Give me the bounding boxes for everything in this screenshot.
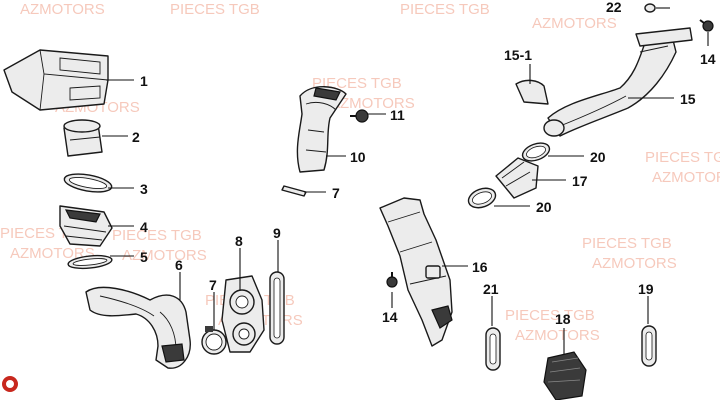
part-1-airbox-cover[interactable] — [3, 49, 109, 111]
part-19-gasket[interactable] — [641, 325, 657, 367]
callout-3: 3 — [140, 181, 148, 197]
part-4-rubber-boot[interactable] — [59, 205, 113, 247]
part-18-filter-element[interactable] — [543, 351, 587, 400]
part-8-throttle-joint[interactable] — [221, 275, 265, 353]
callout-19: 19 — [638, 281, 654, 297]
callout-5: 5 — [140, 249, 148, 265]
part-14-screw-upper[interactable] — [699, 19, 714, 32]
callout-7-upper: 7 — [332, 185, 340, 201]
leader-lines — [102, 7, 709, 354]
part-21-gasket[interactable] — [485, 327, 501, 371]
watermark-text: AZMOTORS — [515, 327, 600, 344]
part-20-clamp-upper[interactable] — [520, 140, 552, 165]
callout-1: 1 — [140, 73, 148, 89]
watermark-text: AZMOTORS — [330, 95, 415, 112]
callout-20-lower: 20 — [536, 199, 552, 215]
callout-11: 11 — [390, 107, 405, 123]
callout-10: 10 — [350, 149, 366, 165]
watermark-text: AZMOTORS — [10, 245, 95, 262]
part-20-clamp-lower[interactable] — [466, 185, 498, 211]
callout-18: 18 — [555, 311, 571, 327]
part-9-gasket[interactable] — [269, 271, 285, 345]
watermark-text: AZMOTORS — [122, 247, 207, 264]
callout-22: 22 — [606, 0, 622, 15]
part-3-clamp-ring[interactable] — [63, 171, 113, 195]
callout-14-lower: 14 — [382, 309, 398, 325]
callout-14-upper: 14 — [700, 51, 716, 67]
part-5-clamp-ring[interactable] — [67, 254, 113, 271]
watermark-text: PIECES TGB — [645, 149, 720, 166]
part-6-curved-hose[interactable] — [85, 286, 191, 369]
part-11-screw[interactable] — [350, 109, 369, 123]
callout-16: 16 — [472, 259, 488, 275]
part-2-intake-duct[interactable] — [63, 119, 103, 157]
callout-17: 17 — [572, 173, 588, 189]
watermark-text: AZMOTORS — [592, 255, 677, 272]
part-22-washer[interactable] — [644, 3, 656, 13]
watermark-text: PIECES TGB — [400, 1, 490, 18]
part-15-upper-duct[interactable] — [543, 27, 693, 137]
callout-7-lower: 7 — [209, 277, 217, 293]
watermark-text: AZMOTORS — [652, 169, 720, 186]
callout-20-upper: 20 — [590, 149, 606, 165]
azmotors-logo — [2, 376, 18, 392]
watermark-text: PIECES TGB — [505, 307, 595, 324]
callout-6: 6 — [175, 257, 183, 273]
callout-21: 21 — [483, 281, 499, 297]
watermark-text: AZMOTORS — [532, 15, 617, 32]
part-15-1-pad[interactable] — [515, 79, 549, 105]
part-7-clip-upper[interactable] — [281, 185, 307, 197]
callout-2: 2 — [132, 129, 140, 145]
callout-labels: 1 2 3 4 5 6 7 8 9 10 11 7 16 14 21 18 19… — [132, 0, 716, 327]
part-10-curved-duct[interactable] — [296, 86, 347, 173]
watermark-text: PIECES TGB — [582, 235, 672, 252]
part-17-coupler[interactable] — [495, 157, 539, 199]
watermark-text: AZMOTORS — [20, 1, 105, 18]
callout-4: 4 — [140, 219, 148, 235]
callout-15: 15 — [680, 91, 696, 107]
callout-15-1: 15-1 — [504, 47, 532, 63]
watermark-text: PIECES TGB — [170, 1, 260, 18]
watermark-text: PIECES TGB — [112, 227, 202, 244]
part-16-long-duct[interactable] — [379, 197, 453, 347]
part-14-screw-lower[interactable] — [386, 272, 398, 288]
callout-8: 8 — [235, 233, 243, 249]
part-7-hose-clamp-lower[interactable] — [201, 326, 227, 355]
callout-9: 9 — [273, 225, 281, 241]
